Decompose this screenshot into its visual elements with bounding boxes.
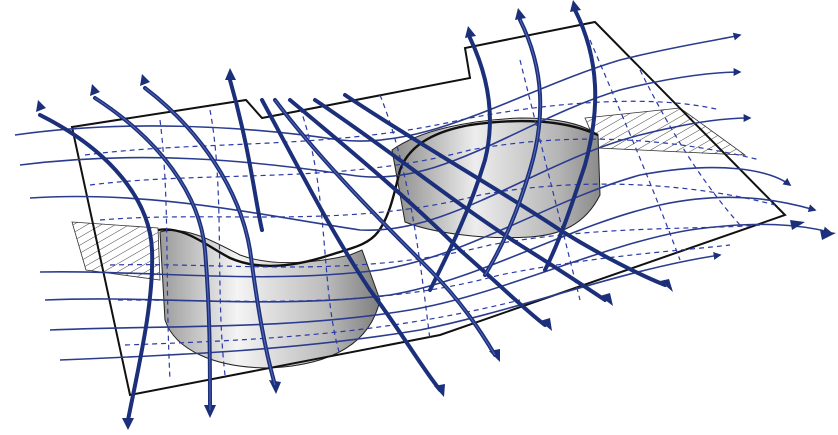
dashed-line <box>519 59 581 301</box>
field-line-horizontal <box>19 68 742 178</box>
field-line-vertical <box>313 98 607 302</box>
arrowhead-icon <box>140 74 150 86</box>
field-line-vertical <box>428 36 492 292</box>
arrowhead-icon <box>269 380 281 394</box>
field-line-horizontal <box>59 251 722 361</box>
sheet-boundary <box>70 20 787 397</box>
hatched-bands <box>71 107 747 281</box>
field-line-horizontal <box>49 223 832 331</box>
primary-line-highlights <box>94 19 541 411</box>
arrowhead-icon <box>434 384 445 397</box>
field-line-highlight <box>274 99 496 356</box>
sheet-outline <box>70 20 787 397</box>
arrowhead-icon <box>90 84 100 96</box>
field-line-vertical <box>228 78 264 232</box>
arrowhead-icon <box>540 318 552 331</box>
dashed-line <box>159 119 171 381</box>
pit-wall-right <box>391 117 601 239</box>
field-line-highlight <box>484 19 541 276</box>
arrowhead-icon <box>820 230 836 240</box>
dashed-line <box>639 69 741 226</box>
field-line-vertical <box>543 8 598 272</box>
dashed-line <box>109 224 761 268</box>
arrowhead-icon <box>489 349 500 362</box>
arrowhead-icon <box>660 279 673 292</box>
arrowhead-icon <box>790 220 805 230</box>
field-line-vertical <box>343 93 667 287</box>
hatched-band-right <box>584 107 747 156</box>
arrowhead-icon <box>465 26 476 38</box>
arrowhead-icon <box>225 68 236 80</box>
arrowhead-icon <box>122 418 134 430</box>
secondary-field-lines <box>14 32 832 361</box>
field-line-horizontal <box>29 114 752 231</box>
arrowhead-icon <box>600 293 613 306</box>
field-line-vertical <box>260 98 442 392</box>
field-line-vertical <box>288 98 547 327</box>
dashed-line <box>209 109 226 376</box>
field-line-horizontal <box>14 32 742 142</box>
field-line-horizontal <box>44 196 817 303</box>
field-line-highlight <box>94 97 211 411</box>
arrowheads <box>36 0 836 430</box>
arrowhead-icon <box>204 405 216 418</box>
field-line-vertical <box>38 113 155 422</box>
dashed-line <box>89 138 761 186</box>
arrowhead-icon <box>36 100 46 112</box>
arrowhead-icon <box>515 8 526 20</box>
pit-rim <box>157 119 599 268</box>
arrowhead-icon <box>570 0 581 12</box>
hatched-band-left <box>71 221 161 281</box>
field-line-horizontal <box>39 166 792 278</box>
field-line-highlight <box>144 87 276 386</box>
dashed-line <box>99 183 776 221</box>
